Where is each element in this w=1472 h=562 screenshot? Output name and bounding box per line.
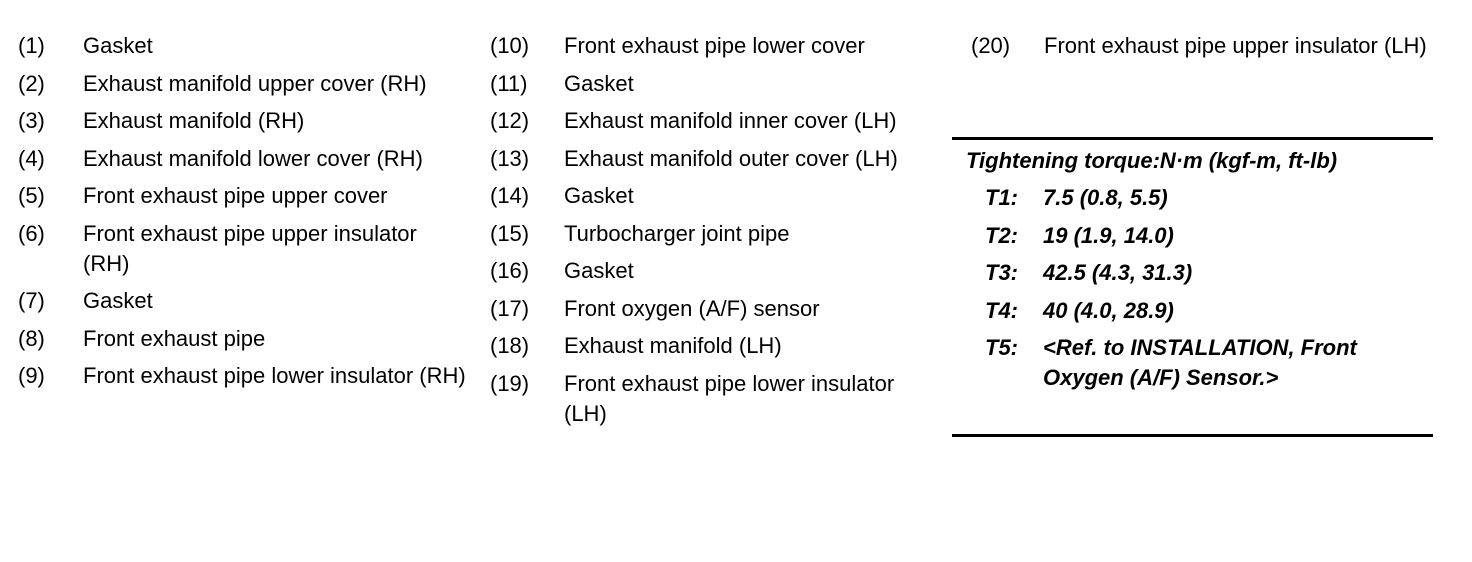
parts-legend-item: (3) Exhaust manifold (RH) (18, 106, 468, 136)
part-name: Front exhaust pipe lower insulator (LH) (564, 370, 895, 426)
part-name: Exhaust manifold lower cover (RH) (83, 145, 423, 171)
part-name: Gasket (564, 70, 634, 96)
parts-legend-item: (7) Gasket (18, 286, 468, 316)
parts-legend-item: (11) Gasket (490, 69, 950, 99)
part-number: (4) (18, 145, 45, 171)
part-number: (18) (490, 333, 530, 358)
part-name: Front exhaust pipe (83, 325, 266, 351)
part-name: Gasket (83, 288, 153, 313)
torque-spec-key: T2: (985, 222, 1018, 248)
part-name: Front exhaust pipe lower insulator (RH) (83, 363, 466, 388)
part-number: (3) (18, 108, 45, 133)
torque-spec-key: T1: (985, 185, 1018, 210)
torque-spec-key: T4: (985, 297, 1018, 323)
parts-legend-item: (9) Front exhaust pipe lower insulator (… (18, 361, 468, 391)
part-name: Front exhaust pipe upper insulator (LH) (1044, 33, 1427, 58)
part-number: (2) (18, 70, 45, 96)
parts-legend-item: (5) Front exhaust pipe upper cover (18, 181, 468, 211)
parts-legend-item: (19) Front exhaust pipe lower insulator … (490, 369, 938, 429)
torque-spec-row: T5: <Ref. to INSTALLATION, Front Oxygen … (985, 333, 1425, 393)
part-number: (11) (490, 70, 528, 96)
part-number: (10) (490, 33, 530, 58)
part-number: (9) (18, 363, 45, 388)
part-number: (8) (18, 325, 45, 351)
parts-legend-item: (18) Exhaust manifold (LH) (490, 331, 950, 361)
torque-spec-value: 19 (1.9, 14.0) (1043, 222, 1174, 248)
part-number: (1) (18, 33, 45, 58)
part-number: (19) (490, 370, 530, 396)
torque-spec-row: T3: 42.5 (4.3, 31.3) (985, 258, 1425, 288)
part-number: (7) (18, 288, 45, 313)
parts-legend-item: (15) Turbocharger joint pipe (490, 219, 950, 249)
part-name: Front exhaust pipe upper insulator (RH) (83, 220, 417, 276)
parts-legend-item: (4) Exhaust manifold lower cover (RH) (18, 144, 438, 174)
torque-spec-list: T1: 7.5 (0.8, 5.5) T2: 19 (1.9, 14.0) T3… (985, 183, 1425, 401)
part-name: Front oxygen (A/F) sensor (564, 295, 820, 321)
part-number: (6) (18, 220, 45, 246)
torque-spec-row: T1: 7.5 (0.8, 5.5) (985, 183, 1425, 213)
part-number: (12) (490, 108, 530, 133)
parts-legend-item: (2) Exhaust manifold upper cover (RH) (18, 69, 438, 99)
torque-spec-key: T3: (985, 260, 1018, 285)
part-name: Turbocharger joint pipe (564, 220, 790, 246)
part-name: Front exhaust pipe lower cover (564, 33, 865, 58)
part-name: Exhaust manifold (LH) (564, 333, 782, 358)
part-name: Exhaust manifold upper cover (RH) (83, 70, 427, 96)
part-name: Exhaust manifold inner cover (LH) (564, 108, 897, 133)
parts-legend-column-3: (20) Front exhaust pipe upper insulator … (952, 31, 1434, 69)
parts-legend-item: (17) Front oxygen (A/F) sensor (490, 294, 950, 324)
part-name: Exhaust manifold (RH) (83, 108, 305, 133)
torque-spec-row: T4: 40 (4.0, 28.9) (985, 296, 1425, 326)
parts-legend-item: (13) Exhaust manifold outer cover (LH) (490, 144, 950, 174)
part-name: Exhaust manifold outer cover (LH) (564, 145, 898, 171)
torque-table-title: Tightening torque:N·m (kgf-m, ft-lb) (966, 148, 1338, 173)
part-name: Gasket (564, 183, 634, 208)
part-number: (20) (971, 33, 1011, 58)
part-number: (16) (490, 258, 530, 283)
parts-legend-item: (20) Front exhaust pipe upper insulator … (952, 31, 1434, 61)
parts-legend-column-2: (10) Front exhaust pipe lower cover (11)… (490, 31, 950, 436)
torque-spec-row: T2: 19 (1.9, 14.0) (985, 221, 1425, 251)
torque-spec-value: 40 (4.0, 28.9) (1043, 297, 1174, 323)
parts-legend-item: (14) Gasket (490, 181, 950, 211)
parts-legend-item: (1) Gasket (18, 31, 468, 61)
parts-legend-item: (8) Front exhaust pipe (18, 324, 468, 354)
part-name: Gasket (564, 258, 634, 283)
parts-legend-item: (10) Front exhaust pipe lower cover (490, 31, 950, 61)
torque-spec-value: <Ref. to INSTALLATION, Front Oxygen (A/F… (1043, 335, 1357, 390)
parts-legend-item: (6) Front exhaust pipe upper insulator (… (18, 219, 468, 279)
part-number: (14) (490, 183, 530, 208)
torque-spec-key: T5: (985, 335, 1018, 360)
parts-legend-column-1: (1) Gasket (2) Exhaust manifold upper co… (18, 31, 468, 399)
part-number: (5) (18, 183, 45, 208)
part-number: (15) (490, 220, 530, 246)
torque-spec-value: 7.5 (0.8, 5.5) (1043, 185, 1168, 210)
tightening-torque-table: Tightening torque:N·m (kgf-m, ft-lb) T1:… (952, 137, 1433, 437)
part-number: (13) (490, 145, 530, 171)
parts-legend-item: (12) Exhaust manifold inner cover (LH) (490, 106, 950, 136)
parts-legend-item: (16) Gasket (490, 256, 950, 286)
part-name: Front exhaust pipe upper cover (83, 183, 388, 208)
torque-spec-value: 42.5 (4.3, 31.3) (1043, 260, 1193, 285)
part-name: Gasket (83, 33, 153, 58)
part-number: (17) (490, 295, 530, 321)
